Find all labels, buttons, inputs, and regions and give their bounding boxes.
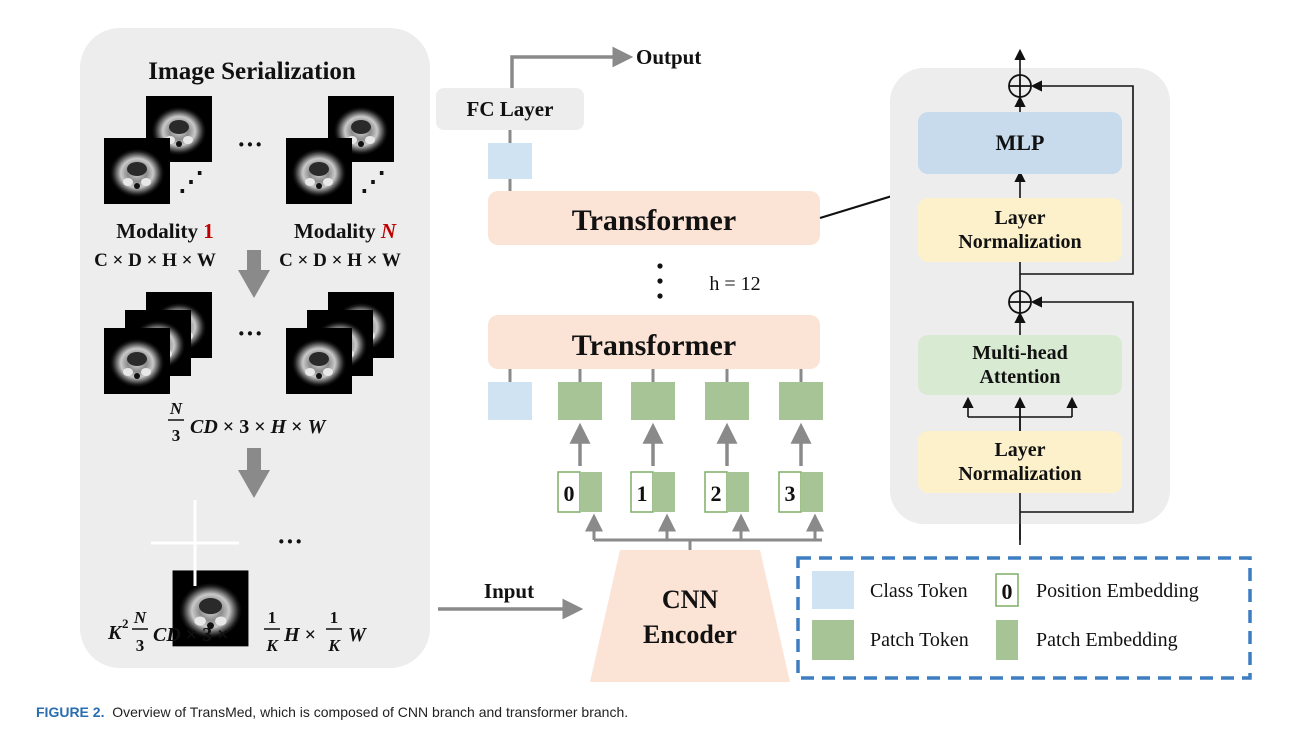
svg-text:⋰: ⋰	[178, 167, 204, 196]
output-label: Output	[636, 45, 701, 69]
svg-text:3: 3	[172, 426, 181, 445]
patch-embedding	[727, 472, 749, 512]
zoom-connector	[819, 194, 893, 220]
class-token-input	[488, 382, 532, 420]
transformer-top-box	[488, 191, 820, 245]
fc-layer-box	[436, 88, 584, 130]
modality-1-label: Modality 1	[116, 219, 213, 243]
attention-line2: Attention	[979, 366, 1060, 388]
transformer-bottom-box	[488, 315, 820, 369]
fc-layer-label: FC Layer	[467, 97, 554, 121]
patch-token	[558, 382, 602, 420]
caption-label: FIGURE 2.	[36, 704, 105, 720]
legend-patch-token-label: Patch Token	[870, 629, 969, 651]
modality-n-label: Modality N	[294, 219, 397, 243]
position-index: 3	[785, 481, 796, 506]
patch-embedding	[801, 472, 823, 512]
layer-norm-bottom-line1: Layer	[994, 439, 1045, 461]
output-connector	[510, 46, 634, 90]
modality-n-images: ⋰	[286, 96, 394, 204]
cnn-encoder-label-line2: Encoder	[643, 620, 737, 649]
serialization-down-arrow-2	[238, 448, 270, 498]
transformer-top-label: Transformer	[572, 204, 736, 237]
layer-repeat-dots	[657, 263, 663, 299]
layer-norm-top-line2: Normalization	[958, 231, 1081, 253]
svg-text:⋰: ⋰	[360, 167, 386, 196]
serialization-title: Image Serialization	[148, 58, 356, 85]
caption-text: Overview of TransMed, which is composed …	[112, 704, 629, 720]
legend-position-sample: 0	[1002, 579, 1013, 604]
legend-patch-embedding-swatch	[996, 620, 1018, 660]
encoder-bus	[594, 538, 822, 550]
patch-token	[705, 382, 749, 420]
svg-text:3: 3	[136, 636, 145, 655]
embedding-row: 0 1 2 3	[557, 422, 824, 540]
svg-text:K: K	[265, 636, 279, 655]
attention-line1: Multi-head	[972, 342, 1068, 364]
stacked-ellipsis: ···	[237, 319, 263, 348]
svg-text:W: W	[348, 624, 367, 646]
layer-count-label: h = 12	[709, 273, 760, 295]
patch-token	[631, 382, 675, 420]
svg-text:K: K	[107, 622, 123, 644]
figure-caption: FIGURE 2. Overview of TransMed, which is…	[36, 704, 1256, 720]
mlp-box	[918, 112, 1122, 174]
input-label: Input	[484, 579, 534, 603]
patch-embedding	[580, 472, 602, 512]
cnn-encoder-box	[590, 550, 790, 682]
mlp-label: MLP	[996, 130, 1045, 155]
legend-class-token-label: Class Token	[870, 580, 968, 602]
svg-text:H ×: H ×	[283, 624, 316, 646]
patch-embedding	[653, 472, 675, 512]
svg-text:1: 1	[330, 608, 339, 627]
serialization-down-arrow-1	[238, 250, 270, 298]
token-row	[488, 369, 823, 420]
modality-1-images: ⋰	[104, 96, 212, 204]
class-token-output	[488, 143, 532, 179]
patch-ellipsis: ···	[277, 527, 303, 556]
legend-class-token-swatch	[812, 571, 854, 609]
legend-position-label: Position Embedding	[1036, 580, 1199, 602]
svg-text:N: N	[169, 399, 183, 418]
modality-ellipsis: ···	[237, 130, 263, 159]
legend-patch-embedding-label: Patch Embedding	[1036, 629, 1178, 651]
svg-text:1: 1	[268, 608, 277, 627]
legend-patch-token-swatch	[812, 620, 854, 660]
layer-norm-top-box	[918, 198, 1122, 262]
transformer-bottom-label: Transformer	[572, 329, 736, 362]
split-patch-image	[151, 500, 249, 647]
layer-norm-bottom-box	[918, 431, 1122, 493]
position-index: 2	[711, 481, 722, 506]
modality-1-dims: C × D × H × W	[94, 250, 216, 271]
legend-position-swatch	[995, 573, 1019, 607]
modality-n-dims: C × D × H × W	[279, 250, 401, 271]
patch-token	[779, 382, 823, 420]
position-index: 0	[564, 481, 575, 506]
svg-text:CD × 3 × H × W: CD × 3 × H × W	[190, 416, 327, 438]
stacked-dims-formula: N 3 CD × 3 × H × W	[168, 399, 327, 445]
svg-text:N: N	[133, 608, 147, 627]
transformer-block-detail: MLP Layer Normalization Multi-head Atten…	[890, 48, 1170, 540]
svg-text:2: 2	[122, 616, 129, 631]
svg-text:K: K	[327, 636, 341, 655]
layer-norm-top-line1: Layer	[994, 207, 1045, 229]
legend: Class Token 0 Position Embedding Patch T…	[796, 556, 1252, 680]
svg-text:CD × 3 ×: CD × 3 ×	[153, 624, 229, 646]
patch-dims-formula: K 2 N 3 CD × 3 × 1 K H × 1 K W	[107, 608, 367, 655]
image-serialization-panel: Image Serialization ⋰ ··· ⋰ Modality 1 M…	[80, 28, 430, 668]
attention-box	[918, 335, 1122, 395]
position-index: 1	[637, 481, 648, 506]
cnn-encoder-label-line1: CNN	[662, 585, 719, 614]
layer-norm-bottom-line2: Normalization	[958, 463, 1081, 485]
